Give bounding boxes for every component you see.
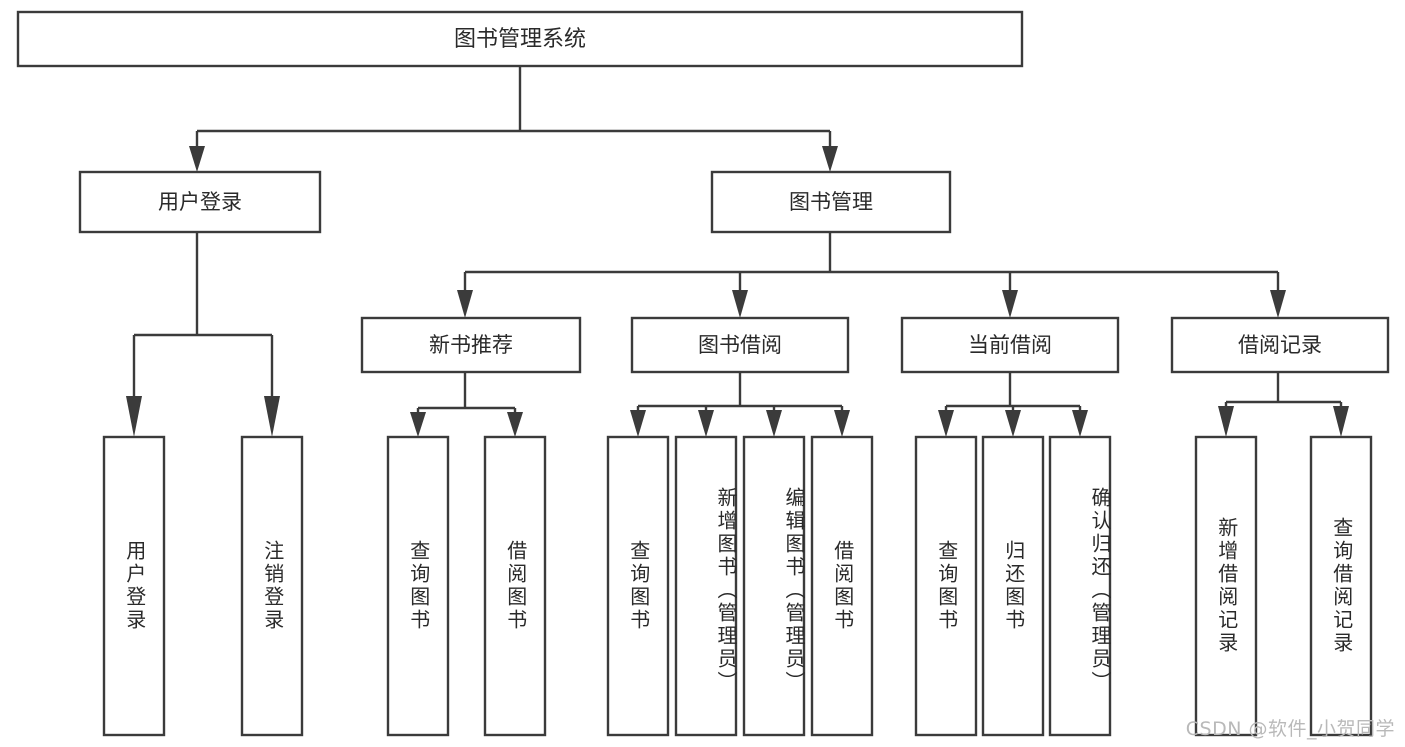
- leaf-box-current-borrow-0[interactable]: [914, 435, 978, 737]
- node-book-borrow-box[interactable]: [630, 316, 850, 374]
- node-current-borrow[interactable]: 当前借阅: [900, 316, 1120, 374]
- arrow-book-borrow-leaf2: [698, 410, 714, 437]
- arrow-borrow-record-leaf1: [1218, 406, 1234, 437]
- leaf-box-current-borrow-2[interactable]: [1048, 435, 1112, 737]
- node-user-login-label: 用户登录: [158, 190, 242, 214]
- node-user-login-box[interactable]: [78, 170, 322, 234]
- node-new-book-recommend[interactable]: 新书推荐: [360, 316, 582, 374]
- node-root-label: 图书管理系统: [454, 27, 586, 52]
- arrow-book-borrow-leaf4: [834, 410, 850, 437]
- leaf-layer: [102, 435, 1373, 737]
- arrow-new-book-leaf1: [410, 412, 426, 437]
- leaf-box-current-borrow-1[interactable]: [981, 435, 1045, 737]
- arrow-book-borrow-leaf1: [630, 410, 646, 437]
- connector-layer: [126, 66, 1349, 437]
- arrow-to-book-manage: [822, 146, 838, 172]
- arrow-to-new-book: [457, 290, 473, 318]
- leaf-box-borrow-record-1[interactable]: [1309, 435, 1373, 737]
- node-book-manage[interactable]: 图书管理: [710, 170, 952, 234]
- node-current-borrow-label: 当前借阅: [968, 333, 1052, 357]
- leaf-box-book-borrow-3[interactable]: [810, 435, 874, 737]
- leaf-box-user-login-0[interactable]: [102, 435, 166, 737]
- leaf-box-book-borrow-2[interactable]: [742, 435, 806, 737]
- arrow-borrow-record-leaf2: [1333, 406, 1349, 437]
- node-book-borrow[interactable]: 图书借阅: [630, 316, 850, 374]
- node-current-borrow-box[interactable]: [900, 316, 1120, 374]
- node-borrow-record-box[interactable]: [1170, 316, 1390, 374]
- node-book-manage-label: 图书管理: [789, 190, 873, 214]
- node-new-book-recommend-box[interactable]: [360, 316, 582, 374]
- node-user-login[interactable]: 用户登录: [78, 170, 322, 234]
- leaf-box-user-login-1[interactable]: [240, 435, 304, 737]
- node-book-manage-box[interactable]: [710, 170, 952, 234]
- arrow-current-borrow-leaf1: [938, 410, 954, 437]
- arrow-current-borrow-leaf3: [1072, 410, 1088, 437]
- node-borrow-record[interactable]: 借阅记录: [1170, 316, 1390, 374]
- arrow-to-user-login: [189, 146, 205, 172]
- arrow-user-login-leaf2: [264, 396, 280, 437]
- node-borrow-record-label: 借阅记录: [1238, 333, 1322, 357]
- node-root[interactable]: 图书管理系统: [16, 10, 1024, 68]
- leaf-box-borrow-record-0[interactable]: [1194, 435, 1258, 737]
- arrow-user-login-leaf1: [126, 396, 142, 437]
- arrow-current-borrow-leaf2: [1005, 410, 1021, 437]
- leaf-box-new-book-0[interactable]: [386, 435, 450, 737]
- node-new-book-recommend-label: 新书推荐: [429, 333, 513, 357]
- arrow-to-book-borrow: [732, 290, 748, 318]
- node-book-borrow-label: 图书借阅: [698, 333, 782, 357]
- leaf-box-book-borrow-1[interactable]: [674, 435, 738, 737]
- leaf-box-new-book-1[interactable]: [483, 435, 547, 737]
- arrow-to-current-borrow: [1002, 290, 1018, 318]
- arrow-book-borrow-leaf3: [766, 410, 782, 437]
- node-root-box[interactable]: [16, 10, 1024, 68]
- csdn-watermark: CSDN @软件_小贺同学: [1185, 718, 1395, 740]
- arrow-to-borrow-record: [1270, 290, 1286, 318]
- arrow-new-book-leaf2: [507, 412, 523, 437]
- leaf-box-book-borrow-0[interactable]: [606, 435, 670, 737]
